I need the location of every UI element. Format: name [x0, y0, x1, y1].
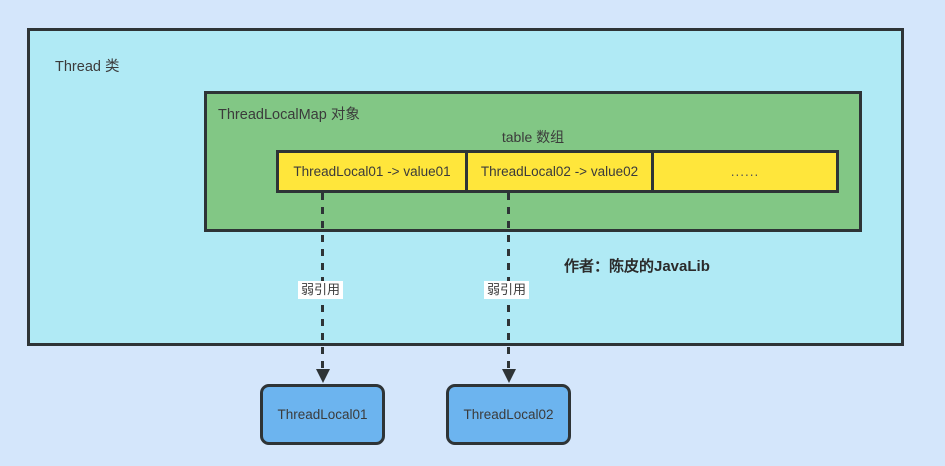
table-cell-entry-2: ...... [651, 153, 836, 190]
table-array-row: ThreadLocal01 -> value01 ThreadLocal02 -… [276, 150, 839, 193]
table-cell-entry-1: ThreadLocal02 -> value02 [465, 153, 651, 190]
arrow-head-icon-1 [315, 369, 330, 383]
weak-reference-label-2: 弱引用 [484, 281, 530, 299]
thread-container-label: Thread 类 [55, 59, 120, 75]
table-cell-entry-0: ThreadLocal01 -> value01 [293, 164, 451, 179]
threadlocal-node-1: ThreadLocal01 [260, 384, 385, 445]
author-credit: 作者：陈皮的JavaLib [564, 258, 710, 275]
arrow-head-icon-2 [501, 369, 516, 383]
table-array-label: table 数组 [501, 129, 565, 145]
threadlocalmap-label: ThreadLocalMap 对象 [218, 107, 360, 123]
weak-reference-label-1: 弱引用 [298, 281, 344, 299]
threadlocal-node-2: ThreadLocal02 [446, 384, 571, 445]
